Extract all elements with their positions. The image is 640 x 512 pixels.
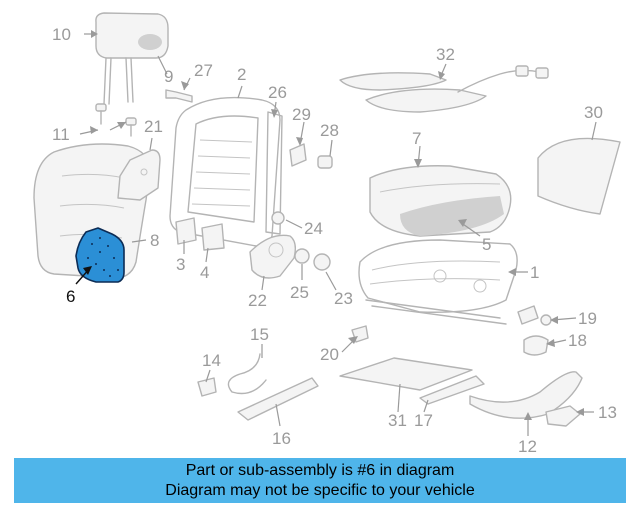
small-hardware <box>351 305 552 356</box>
recliner-cover <box>249 234 331 279</box>
info-banner: Part or sub-assembly is #6 in diagram Di… <box>14 458 626 503</box>
leader-arrowheads <box>83 30 584 420</box>
callout-24: 24 <box>304 219 323 238</box>
seat-cushion <box>369 165 512 237</box>
headrest <box>95 12 169 105</box>
callout-13: 13 <box>598 403 617 422</box>
callout-19: 19 <box>578 309 597 328</box>
side-rail <box>419 375 485 405</box>
seat-heater <box>339 65 549 113</box>
callout-2: 2 <box>237 65 246 84</box>
clips <box>271 143 333 225</box>
callout-14: 14 <box>202 351 221 370</box>
cable <box>197 353 267 397</box>
callout-22: 22 <box>248 291 267 310</box>
callout-10: 10 <box>52 25 71 44</box>
bracket <box>545 405 581 427</box>
callout-31: 31 <box>388 411 407 430</box>
callout-9: 9 <box>164 67 173 86</box>
recliner-brackets <box>175 217 225 251</box>
callout-15: 15 <box>250 325 269 344</box>
seat-parts-diagram: 10 9 27 2 26 29 28 11 21 8 6 3 4 24 22 2… <box>33 12 621 455</box>
banner-line-2: Diagram may not be specific to your vehi… <box>165 482 475 499</box>
callout-5: 5 <box>482 235 491 254</box>
callout-1: 1 <box>530 263 539 282</box>
callout-26: 26 <box>268 83 287 102</box>
callout-27: 27 <box>194 61 213 80</box>
headrest-guides <box>95 103 137 137</box>
backing-board <box>537 137 621 215</box>
banner-line-1: Part or sub-assembly is #6 in diagram <box>185 462 455 479</box>
callout-6: 6 <box>66 287 75 306</box>
callout-16: 16 <box>272 429 291 448</box>
callout-32: 32 <box>436 45 455 64</box>
callout-28: 28 <box>320 121 339 140</box>
callout-labels: 10 9 27 2 26 29 28 11 21 8 6 3 4 24 22 2… <box>52 25 617 455</box>
callout-20: 20 <box>320 345 339 364</box>
callout-3: 3 <box>176 255 185 274</box>
callout-25: 25 <box>290 283 309 302</box>
callout-4: 4 <box>200 263 209 282</box>
trim-strip <box>237 377 319 421</box>
side-shield <box>469 371 583 419</box>
callout-12: 12 <box>518 437 537 455</box>
callout-17: 17 <box>414 411 433 430</box>
callout-30: 30 <box>584 103 603 122</box>
side-cover <box>265 111 283 235</box>
cushion-pan <box>339 357 473 391</box>
callout-7: 7 <box>412 129 421 148</box>
callout-8: 8 <box>150 231 159 250</box>
headrest-bracket <box>165 89 193 103</box>
callout-21: 21 <box>144 117 163 136</box>
side-panel <box>117 149 161 201</box>
callout-11: 11 <box>52 125 70 144</box>
part-6-highlighted <box>75 227 125 283</box>
seat-frame <box>358 239 518 325</box>
callout-23: 23 <box>334 289 353 308</box>
callout-18: 18 <box>568 331 587 350</box>
callout-29: 29 <box>292 105 311 124</box>
